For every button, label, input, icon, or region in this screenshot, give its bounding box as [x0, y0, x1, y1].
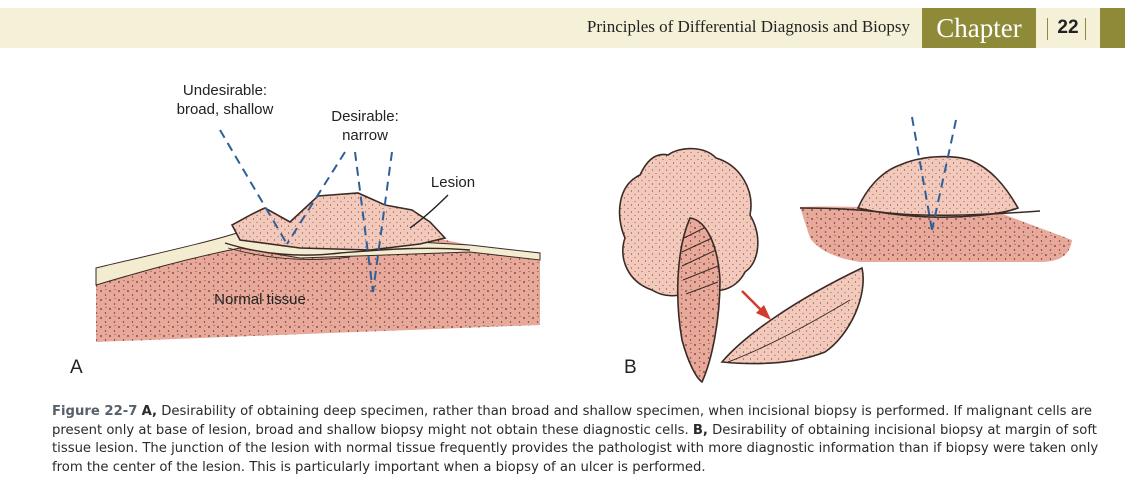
chapter-number: 22	[1057, 17, 1079, 38]
panel-b-letter: B	[624, 357, 637, 378]
undesirable-line2: broad, shallow	[176, 101, 274, 118]
desirable-line1: Desirable:	[331, 108, 399, 125]
desirable-label: Desirable: narrow	[310, 107, 420, 145]
caption-b-label: B,	[692, 422, 708, 438]
normal-tissue-label: Normal tissue	[214, 291, 306, 308]
desirable-line2: narrow	[342, 127, 388, 144]
running-title: Principles of Differential Diagnosis and…	[586, 17, 910, 36]
figure-22-7: Undesirable: broad, shallow Desirable: n…	[0, 55, 1125, 385]
chapter-label: Chapter	[922, 8, 1036, 48]
figure-illustration	[95, 116, 1072, 384]
lesion-label: Lesion	[430, 174, 476, 191]
caption-a-text: Desirability of obtaining deep specimen,…	[52, 404, 1093, 438]
caption-b-text: Desirability of obtaining incisional bio…	[52, 422, 1099, 475]
page-edge-strip	[1100, 8, 1125, 48]
divider	[1085, 18, 1086, 40]
undesirable-label: Undesirable: broad, shallow	[160, 81, 290, 119]
panel-a-letter: A	[70, 357, 83, 378]
running-header-band	[0, 8, 1100, 48]
panel-a-drawing	[95, 129, 541, 342]
figure-caption: Figure 22-7 A, Desirability of obtaining…	[52, 403, 1112, 477]
undesirable-line1: Undesirable:	[182, 82, 268, 99]
divider	[1047, 18, 1048, 40]
caption-a-label: A,	[141, 404, 158, 419]
figure-number: Figure 22-7	[52, 404, 138, 419]
panel-b-drawing	[618, 116, 1072, 384]
